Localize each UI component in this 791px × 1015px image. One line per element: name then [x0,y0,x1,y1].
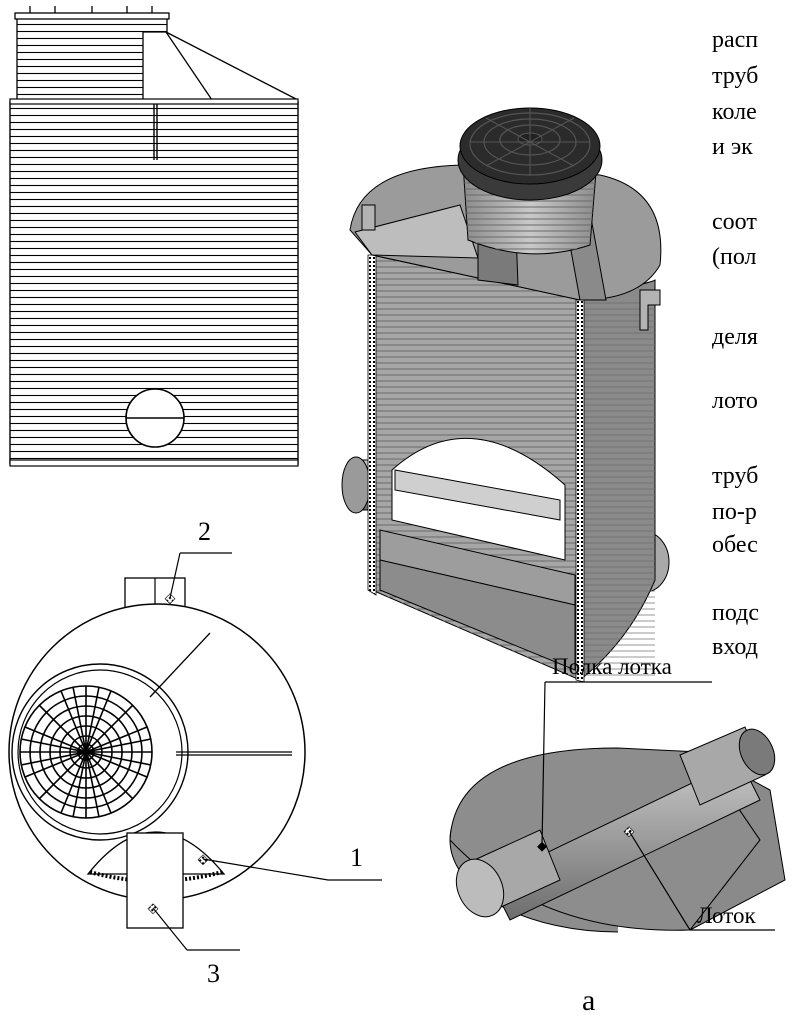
text-line: расп [712,27,758,53]
clipped-body-text: расп труб коле и эк соот (пол деля лото … [712,27,759,660]
side-view-neck [16,17,168,103]
isometric-view [341,107,670,683]
text-line: вход [712,634,758,660]
callout-label-2: 2 [198,517,211,546]
plan-view [8,577,306,929]
text-line: по-р [712,499,757,525]
hatch-lid [457,107,603,201]
side-view-flange-slots [29,6,153,13]
plan-view-bottom-pipe [126,832,184,929]
plan-view-leaders [152,552,382,951]
tray-leaders [541,681,775,931]
callout-label-3: 3 [207,959,220,988]
callout-label-shelf: Полка лотка [552,654,672,679]
callout-label-tray: Лоток [697,903,756,928]
text-line: лото [712,388,758,414]
text-line: (пол [712,244,757,270]
text-line: коле [712,99,757,125]
text-line: и эк [712,134,753,160]
side-elevation-view [9,6,299,467]
text-line: труб [712,63,758,89]
side-view-top-flange [14,12,170,20]
text-line: деля [712,324,758,350]
callout-label-1: 1 [350,843,363,872]
text-line: подс [712,600,759,626]
text-line: обес [712,532,758,558]
figure-caption: а [582,984,595,1015]
tray-detail [449,726,791,935]
side-view-pipe-opening [125,388,185,448]
text-line: соот [712,209,757,235]
text-line: труб [712,463,758,489]
tray-channel [455,726,776,921]
side-view-gusset [142,31,214,101]
